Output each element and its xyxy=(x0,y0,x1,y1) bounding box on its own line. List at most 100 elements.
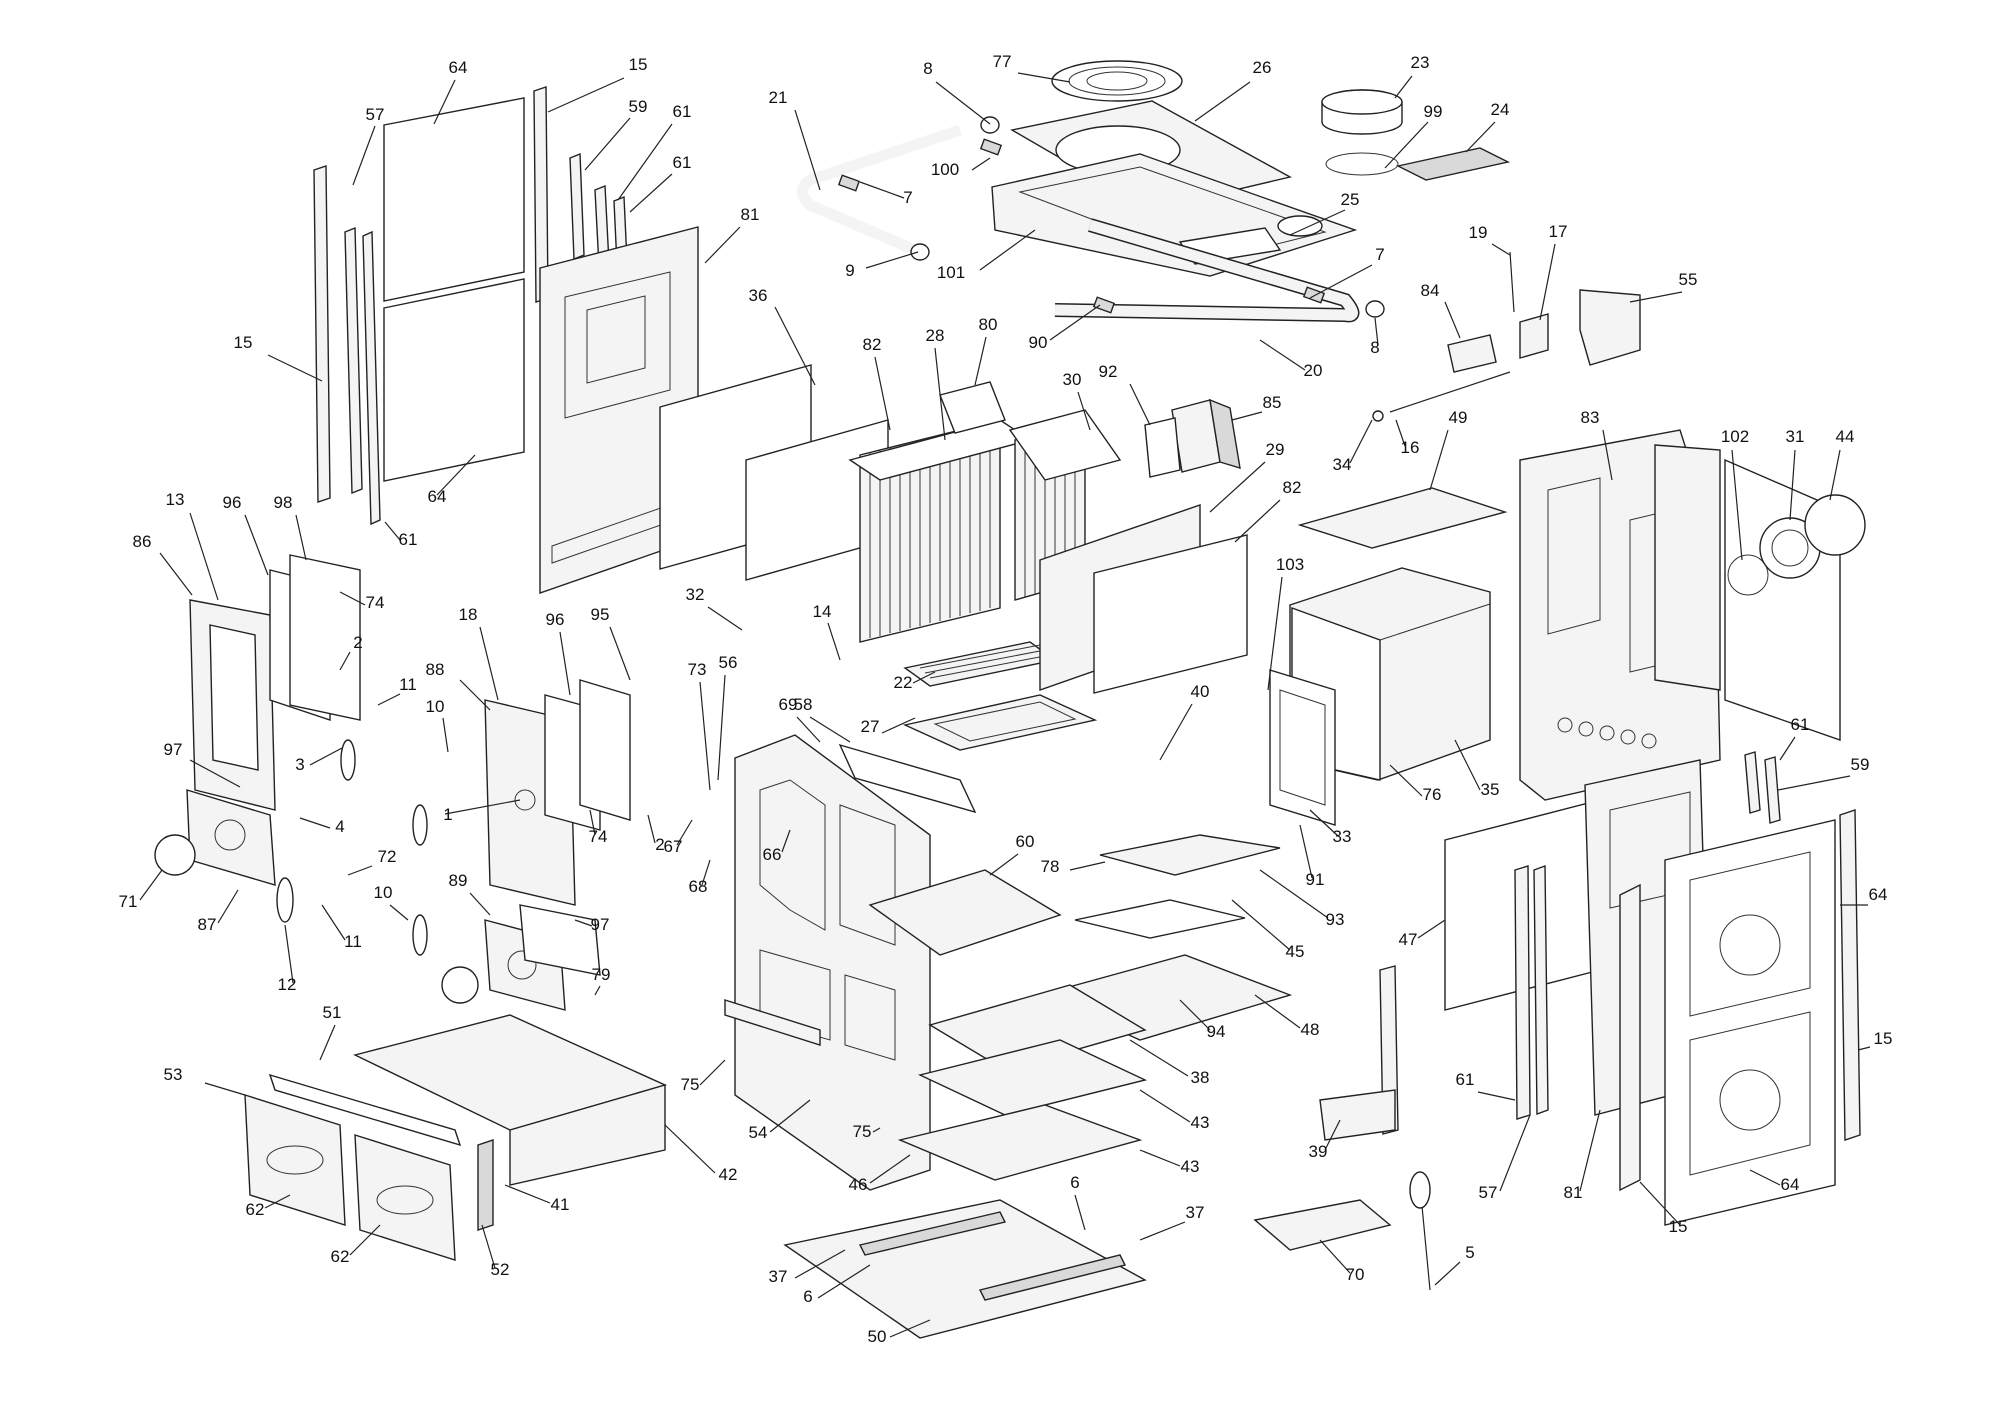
callout-label: 17 xyxy=(1549,222,1568,241)
callout-label: 10 xyxy=(426,697,445,716)
callout-label: 77 xyxy=(993,52,1012,71)
callout-label: 85 xyxy=(1263,393,1282,412)
callout-leader-line xyxy=(827,622,841,661)
callout-leader-line xyxy=(974,336,987,386)
callout-leader-line xyxy=(1429,429,1449,491)
callout-leader-line xyxy=(1139,1149,1181,1167)
callout-leader-line xyxy=(1017,72,1071,83)
callout-leader-line xyxy=(934,347,946,441)
inner-side-panels xyxy=(659,364,889,581)
callout-label: 9 xyxy=(845,261,854,280)
callout-label: 6 xyxy=(1070,1173,1079,1192)
callout-label: 55 xyxy=(1679,270,1698,289)
callout-leader-line xyxy=(1639,1181,1681,1226)
callout-leader-line xyxy=(1194,81,1251,122)
callout-leader-line xyxy=(1789,449,1796,521)
callout-label: 80 xyxy=(979,315,998,334)
callout-label: 96 xyxy=(223,493,242,512)
callout-leader-line xyxy=(139,869,163,901)
callout-leader-line xyxy=(889,1319,931,1338)
callout-label: 60 xyxy=(1016,832,1035,851)
callout-label: 56 xyxy=(719,653,738,672)
callout-leader-line xyxy=(481,1224,496,1269)
callout-leader-line xyxy=(707,606,743,631)
callout-label: 6 xyxy=(803,1287,812,1306)
callout-label: 87 xyxy=(198,915,217,934)
callout-leader-line xyxy=(1499,1114,1531,1192)
callout-label: 97 xyxy=(164,740,183,759)
callout-label: 15 xyxy=(1874,1029,1893,1048)
callout-label: 47 xyxy=(1399,930,1418,949)
callout-leader-line xyxy=(299,817,331,829)
firebox-ribs xyxy=(869,422,991,638)
callout-leader-line xyxy=(433,79,456,125)
callout-leader-line xyxy=(872,1127,881,1133)
callout-leader-line xyxy=(1139,1089,1191,1123)
callout-leader-line xyxy=(1602,429,1613,481)
callout-leader-line xyxy=(1077,391,1091,431)
callout-label: 59 xyxy=(1851,755,1870,774)
callout-leader-line xyxy=(159,552,193,596)
callout-leader-line xyxy=(389,904,409,921)
callout-label: 16 xyxy=(1401,438,1420,457)
callout-label: 52 xyxy=(491,1260,510,1279)
callout-label: 45 xyxy=(1286,942,1305,961)
misc-lower-parts xyxy=(1253,965,1431,1291)
callout-label: 73 xyxy=(688,660,707,679)
callout-leader-line xyxy=(469,892,491,916)
callout-label: 13 xyxy=(166,490,185,509)
callout-leader-line xyxy=(1777,775,1851,791)
callout-leader-line xyxy=(1491,243,1511,256)
central-frame xyxy=(724,734,977,1191)
callout-leader-line xyxy=(1267,576,1283,691)
callout-label: 61 xyxy=(399,530,418,549)
callout-leader-line xyxy=(1857,1046,1871,1051)
callout-leader-line xyxy=(349,1224,381,1256)
flue-collar-parts xyxy=(1321,89,1511,181)
callout-leader-line xyxy=(559,631,571,696)
callout-label: 20 xyxy=(1304,361,1323,380)
callout-leader-line xyxy=(774,306,816,386)
callout-label: 69 xyxy=(779,695,798,714)
callout-label: 68 xyxy=(689,877,708,896)
callout-leader-line xyxy=(664,1124,716,1174)
callout-label: 100 xyxy=(931,160,959,179)
callout-leader-line xyxy=(676,819,693,846)
callout-label: 31 xyxy=(1786,427,1805,446)
callout-leader-line xyxy=(1477,1091,1516,1101)
callout-leader-line xyxy=(1434,1261,1461,1286)
callout-label: 82 xyxy=(1283,478,1302,497)
callout-label: 74 xyxy=(589,827,608,846)
callout-label: 57 xyxy=(366,105,385,124)
callout-leader-line xyxy=(617,123,673,201)
callout-leader-line xyxy=(1159,703,1193,761)
callout-label: 81 xyxy=(741,205,760,224)
callout-label: 43 xyxy=(1181,1157,1200,1176)
callout-leader-line xyxy=(1129,383,1151,426)
callout-label: 7 xyxy=(1375,245,1384,264)
callout-leader-line xyxy=(347,865,373,876)
callout-leader-line xyxy=(1731,449,1743,561)
callout-label: 43 xyxy=(1191,1113,1210,1132)
callout-label: 22 xyxy=(894,673,913,692)
callout-label: 39 xyxy=(1309,1142,1328,1161)
callout-label: 29 xyxy=(1266,440,1285,459)
callout-label: 48 xyxy=(1301,1020,1320,1039)
callout-label: 53 xyxy=(164,1065,183,1084)
callout-leader-line xyxy=(1234,499,1281,543)
callout-leader-line xyxy=(1209,461,1266,513)
callout-leader-line xyxy=(442,717,449,753)
callout-leader-line xyxy=(352,125,376,186)
callout-leader-line xyxy=(459,679,491,711)
callout-leader-line xyxy=(809,716,851,743)
callout-label: 50 xyxy=(868,1327,887,1346)
oven-box xyxy=(1269,487,1508,826)
left-doors xyxy=(154,554,361,886)
callout-leader-line xyxy=(869,1154,911,1184)
callout-leader-line xyxy=(699,681,711,791)
callout-label: 66 xyxy=(763,845,782,864)
callout-label: 93 xyxy=(1326,910,1345,929)
callout-leader-line xyxy=(1289,209,1346,236)
callout-leader-line xyxy=(1319,1239,1351,1274)
callout-label: 34 xyxy=(1333,455,1352,474)
